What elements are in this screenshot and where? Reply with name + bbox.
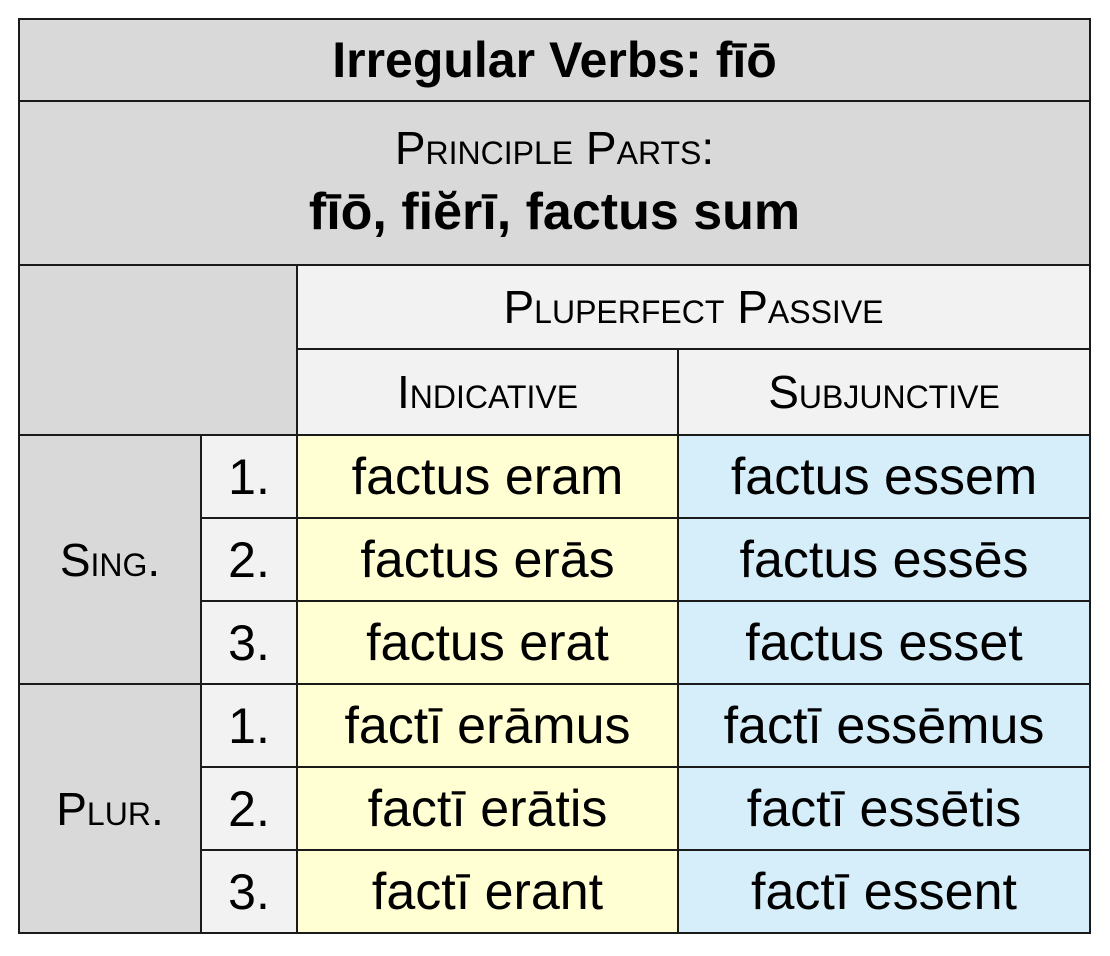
person-label: 3. — [200, 600, 298, 685]
person-label: 2. — [200, 517, 298, 602]
indicative-form: factī erant — [296, 849, 679, 934]
subjunctive-header: Subjunctive — [676, 348, 1092, 436]
subjunctive-form: factī essēmus — [676, 683, 1092, 768]
table-row: Sing. 1. factus eram factus essem — [18, 434, 1092, 685]
table-row: 3. factī erant factī essent — [19, 849, 1092, 934]
indicative-form: factus erās — [296, 517, 679, 602]
person-label: 3. — [200, 849, 298, 934]
table-row: Plur. 1. factī erāmus factī essēmus — [18, 683, 1092, 934]
table-row: 3. factus erat factus esset — [19, 600, 1092, 685]
table-row: 2. factus erās factus essēs — [19, 517, 1092, 602]
principal-parts-label: Principle Parts: — [394, 122, 715, 175]
subjunctive-form: factus esset — [676, 600, 1092, 685]
indicative-form: factus erat — [296, 600, 679, 685]
person-label: 2. — [200, 766, 298, 851]
tense-header: Pluperfect Passive — [295, 264, 1092, 350]
singular-label: Sing. — [18, 434, 202, 685]
subjunctive-form: factī essent — [676, 849, 1092, 934]
subjunctive-form: factī essētis — [676, 766, 1092, 851]
person-label: 1. — [200, 434, 298, 519]
corner-cell — [18, 264, 298, 436]
principal-parts-cell: Principle Parts: fīō, fiĕrī, factus sum — [17, 100, 1092, 266]
indicative-header: Indicative — [296, 348, 679, 436]
table-row: 2. factī erātis factī essētis — [19, 766, 1092, 851]
indicative-form: factī erātis — [296, 766, 679, 851]
indicative-form: factus eram — [296, 434, 679, 519]
indicative-form: factī erāmus — [296, 683, 679, 768]
person-label: 1. — [200, 683, 298, 768]
principal-parts-forms: fīō, fiĕrī, factus sum — [308, 183, 801, 242]
table-title: Irregular Verbs: fīō — [17, 18, 1092, 102]
subjunctive-form: factus essem — [676, 434, 1092, 519]
subjunctive-form: factus essēs — [676, 517, 1092, 602]
plural-label: Plur. — [18, 683, 202, 934]
conjugation-table: Irregular Verbs: fīō Principle Parts: fī… — [17, 18, 1092, 934]
